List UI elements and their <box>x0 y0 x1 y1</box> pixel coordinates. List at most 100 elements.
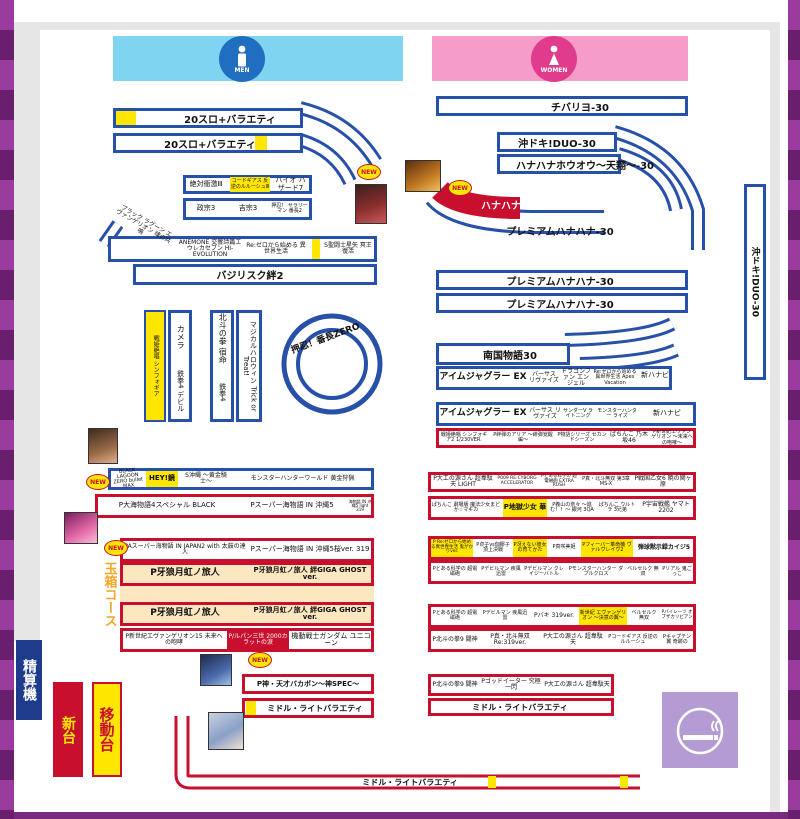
bank-4-cell-2: 吉宗3 <box>238 204 258 213</box>
row-r3-cell-1: P Re:ゼロから始める異世界生活 鬼がかりver. <box>431 539 473 557</box>
new-badge: NEW <box>357 164 381 180</box>
row-r2-cell-5: P宇宙戦艦 ヤマト2202 <box>642 500 690 514</box>
bank-4-cell-3: 押忍！ サラリーマン 番長2 <box>271 202 308 214</box>
row-r4-cell-4: Pモンスターハンター ダブルクロス <box>568 565 624 577</box>
row-r8-label: ミドル・ライトバラエティ <box>472 702 568 712</box>
row-r7-cell-1: P北斗の拳9 闘神 <box>432 680 478 688</box>
row-p7-cell-2: P/ルパン三世 2000カラットの涙 <box>227 630 289 650</box>
left-decorative-frame <box>0 0 14 819</box>
row-p2-cell-2: HEY!鏡 <box>146 471 178 487</box>
bank-w9-cell-4: Re:ゼロから始める 異世界生活 Apex Vacation <box>593 369 637 386</box>
new-badge: NEW <box>448 180 472 196</box>
bank-5-highlight <box>312 239 320 259</box>
row-r2-cell-3: P義山の奈々 〜進む！！〜 銀河 3QA <box>550 501 594 513</box>
tamabako-course-label: 玉箱コース <box>101 561 117 627</box>
bank-20slot-2-label: 20スロ+バラエティ <box>164 139 256 151</box>
col-1-text: 戦姫絶唱 シンフォギア <box>152 335 160 397</box>
row-r1-cell-5: P戦国乙女6 暁の関ヶ原 <box>634 474 692 488</box>
col-1 <box>144 310 166 422</box>
row-r6-cell-5: Pキャプテン翼 奇跡の <box>662 633 692 645</box>
seisan-sign: 精算機 <box>16 640 42 720</box>
character-thumbnail <box>200 654 232 686</box>
mens-restroom-sign: MEN <box>219 36 265 82</box>
row-p9-highlight <box>246 701 256 715</box>
new-badge: NEW <box>248 652 272 668</box>
row-p7-cell-3: 機動戦士ガンダム ユニコーン <box>291 631 371 647</box>
row-r3-cell-5: Pフィーバー革命機 ヴァルヴレイヴ2 <box>581 539 633 557</box>
bank-w10-cell-5: 新ハナビ <box>653 409 681 418</box>
row-p2-cell-4: モンスターハンターワールド 黄金狩猟 <box>250 474 355 482</box>
bank-w1-label: チバリヨ-30 <box>550 102 610 114</box>
left-wall <box>14 22 40 642</box>
row-p5-cell-2: P牙狼月虹ノ旅人 絆GIGA GHOST ver. <box>253 565 367 581</box>
bank-w3-label: ハナハナホウオウ〜天翔〜-30 <box>515 160 655 172</box>
row-p3 <box>95 494 374 518</box>
bank-w7-label: プレミアムハナハナ-30 <box>506 299 614 311</box>
row-r2-cell-4: ぱちんこ ウルトラ 3兄弟 <box>598 501 636 513</box>
bank-w4-label: ハナハナホウオウ〜天翔〜-30 <box>480 200 620 212</box>
bank-5 <box>108 236 377 262</box>
row-r2-cell-2: P地獄少女 華 <box>503 499 547 517</box>
row-p3-cell-1: P大海物語4スペシャル BLACK <box>118 501 216 510</box>
bank-w9-cell-1: アイムジャグラー EX <box>439 372 527 383</box>
smoking-area <box>662 692 738 768</box>
row-r5-cell-6: Pバイレーツ オブザカリビアン <box>661 610 693 620</box>
row-r1-cell-2: P009 RE:CYBORG ACCELERATOR <box>497 476 537 486</box>
row-p1-cell-4: ぱちんこ 乃木坂46 <box>610 430 648 444</box>
womens-restroom-sign: WOMEN <box>531 36 577 82</box>
women-label: WOMEN <box>540 66 568 74</box>
bank-6 <box>133 264 377 285</box>
row-r5-cell-4: 新世紀 エヴァンゲリオン 〜決意の翼〜 <box>579 607 627 625</box>
bank-w9 <box>436 366 672 390</box>
row-r1-cell-1: P大工の源さん 超韋駄天 LIGHT <box>433 474 493 488</box>
row-p1-cell-2: P絆弾のアリア 〜緋弾覚醒編〜 <box>493 431 553 443</box>
bank-3-cell-1: 絶対衝激Ⅲ <box>189 179 223 188</box>
row-p3-cell-3: 海物語 IN 沖縄5 light 319 <box>348 498 372 513</box>
row-r1-cell-3: Pとある科学の 超電磁砲 EXTRA RUSH <box>541 474 577 489</box>
bank-w10-cell-3: サンダーV ライトニング <box>563 407 593 419</box>
tamabako-lane <box>120 562 374 624</box>
bank-3-cell-2: コードギアス 反逆のルルーシュⅢ <box>230 177 270 192</box>
row-r4 <box>428 560 696 584</box>
row-r6-cell-4: Pコードギアス 反逆のルルーシュ <box>608 633 658 645</box>
bank-w10-cell-4: モンスターハンター ライズ <box>597 407 637 419</box>
character-thumbnail <box>64 512 98 544</box>
row-r6-cell-3: P大工の源さん 超韋駄天 <box>543 632 603 646</box>
row-p6 <box>120 602 374 626</box>
row-p9-label: ミドル・ライトバラエティ <box>267 703 363 713</box>
col-3-text: 北斗の拳 宿命 <box>218 312 228 364</box>
col-3-sub: 鉄拳4 <box>218 382 227 402</box>
row-p9 <box>242 698 374 718</box>
bank-w1 <box>436 96 688 116</box>
row-p4-cell-1: PAスーパー海物語 IN JAPAN2 with 太鼓の達人 <box>124 542 246 556</box>
row-p3-cell-2: Pスーパー海物語 IN 沖縄5 <box>250 501 334 510</box>
bank-w3 <box>497 154 621 174</box>
row-r1-cell-4: P真・北斗無双 第3章 MS-X <box>582 475 630 487</box>
row-r7-cell-2: Pゴッドイーター 究極一閃 <box>481 677 541 691</box>
right-wall <box>770 22 780 812</box>
col-2-sub: 鉄拳4 デビル <box>176 370 185 412</box>
row-r6 <box>428 628 696 652</box>
row-p2-cell-3: S沖縄 〜黄金騎士〜 <box>185 471 227 485</box>
row-r5 <box>428 604 696 628</box>
row-r6-cell-2: P真・北斗無双 Re:319ver. <box>490 632 530 646</box>
bank-w6 <box>436 270 688 290</box>
woman-icon <box>549 45 559 65</box>
row-p6-cell-1: P牙狼月虹ノ旅人 <box>150 608 220 619</box>
row-r6-cell-1: P北斗の拳9 闘神 <box>432 635 478 643</box>
bank-w5-label: プレミアムハナハナ-30 <box>506 226 614 238</box>
bank-w8 <box>436 343 570 365</box>
bottom-bank-label: ミドル・ライトバラエティ <box>362 777 458 787</box>
smoking-icon <box>676 707 724 755</box>
bank-5-cell-1: ANEMONE 交響詩篇エウレカセブン HI-EVOLUTION <box>178 238 242 259</box>
bank-w6-label: プレミアムハナハナ-30 <box>506 276 614 288</box>
row-p7-cell-1: P新世紀エヴァンゲリオン15 未来への咆哮 <box>125 632 223 646</box>
bottom-highlight-1 <box>488 776 496 788</box>
bottom-highlight-2 <box>620 776 628 788</box>
row-p8-label: P神・天才バカボン〜神SPEC〜 <box>256 680 360 688</box>
col-4 <box>236 310 262 422</box>
character-thumbnail <box>208 712 244 750</box>
row-r5-cell-5: ベルセルク 無双 <box>631 609 657 621</box>
col-2-text: カメラ <box>176 325 186 349</box>
